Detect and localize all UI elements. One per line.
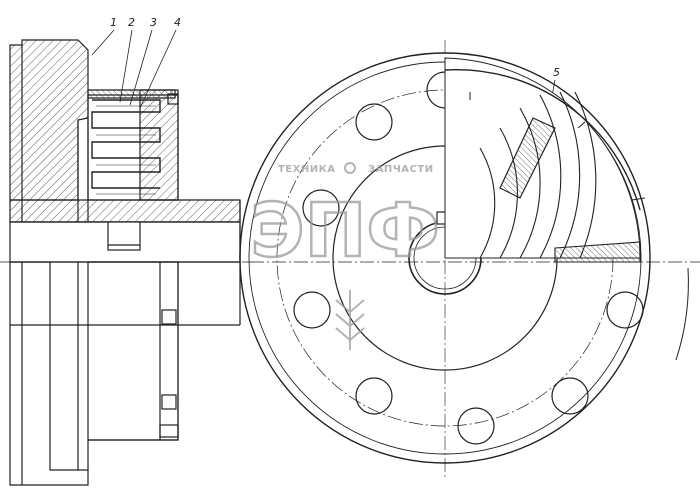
watermark-text-right: ЗАПЧАСТИ: [368, 164, 434, 175]
casing-bolt-lower: [161, 394, 177, 410]
cutaway-sector: [444, 57, 641, 259]
casing-arc: [444, 68, 641, 211]
serpentine-spring: [91, 99, 161, 189]
lower-casing: [88, 261, 179, 441]
callout-leaders: [91, 29, 556, 119]
spring-blade: [499, 117, 556, 199]
callout-2: 2: [128, 16, 135, 29]
cover-bolt: [167, 93, 179, 105]
watermark-big: ЭПФ: [250, 188, 440, 274]
lower-blade: [554, 241, 641, 263]
casing-rim: [159, 424, 179, 438]
keyway: [107, 221, 141, 251]
cover-top: [87, 89, 176, 99]
hub-section: [9, 199, 241, 223]
casing-bolt-upper: [161, 309, 177, 325]
watermark-text-left: ТЕХНИКА: [278, 164, 336, 175]
section-view: [0, 39, 250, 486]
callout-3: 3: [150, 16, 157, 29]
gear-icon: [344, 162, 356, 174]
housing-edge: [675, 267, 689, 361]
callout-5: 5: [553, 66, 560, 79]
watermark-logo: ТЕХНИКА ЗАПЧАСТИ ЭПФ: [249, 162, 441, 350]
front-view: [239, 40, 700, 480]
callout-1: 1: [110, 16, 117, 29]
right-hub-upper: [139, 89, 179, 201]
wheat-emblem-icon: [335, 290, 365, 350]
callout-4: 4: [174, 16, 181, 29]
